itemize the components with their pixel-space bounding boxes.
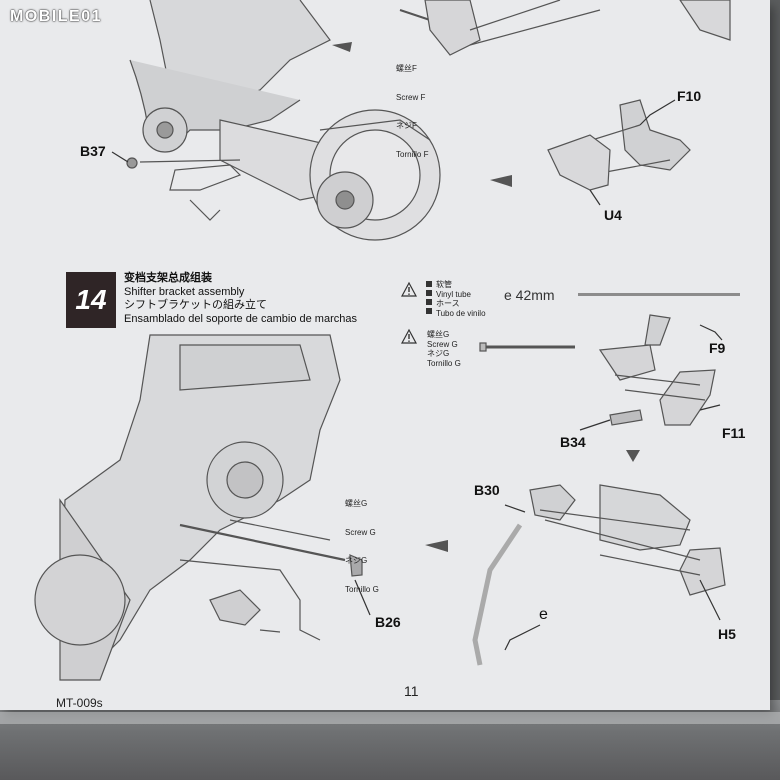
part-label-h5: H5 (718, 626, 736, 642)
screw-g-zh: 螺丝G (345, 499, 368, 508)
step-title: 变档支架总成组装 Shifter bracket assembly シフトブラケ… (124, 272, 357, 326)
screw-g-legend-en: Screw G (427, 339, 458, 349)
part-label-u4: U4 (604, 207, 622, 223)
screw-g-en: Screw G (345, 527, 376, 537)
screw-f-en: Screw F (396, 92, 426, 102)
part-label-f11: F11 (722, 425, 746, 441)
part-label-b34: B34 (560, 434, 586, 450)
page-number: 11 (404, 683, 419, 699)
watermark-logo: MOBILE01 (10, 8, 103, 25)
model-number: MT-009s (56, 696, 103, 710)
step-title-zh: 变档支架总成组装 (124, 272, 212, 284)
step-title-en: Shifter bracket assembly (124, 285, 245, 298)
part-label-b26: B26 (375, 614, 401, 630)
step-number: 14 (66, 272, 116, 328)
step-title-es: Ensamblado del soporte de cambio de marc… (124, 312, 357, 325)
screw-f-label: 螺丝F Screw F ネジF Tornillo F (396, 45, 428, 178)
screw-f-ja: ネジF (396, 121, 417, 130)
page-edge (0, 712, 780, 724)
part-label-b30: B30 (474, 482, 500, 498)
screw-g-legend-ja: ネジG (427, 349, 450, 358)
screw-g-legend-zh: 螺丝G (427, 330, 450, 339)
screw-f-zh: 螺丝F (396, 64, 417, 73)
tube-zh: 软管 (436, 280, 452, 289)
screw-g-ja: ネジG (345, 556, 368, 565)
tube-en: Vinyl tube (436, 289, 471, 299)
tube-es: Tubo de vinilo (436, 308, 486, 318)
part-label-f10: F10 (677, 88, 702, 104)
screw-f-es: Tornillo F (396, 149, 429, 159)
step-title-ja: シフトブラケットの組み立て (124, 299, 267, 311)
tube-length: e 42mm (504, 287, 555, 303)
tube-ja: ホース (436, 299, 460, 308)
screw-g-es: Tornillo G (345, 584, 379, 594)
screw-g-legend-es: Tornillo G (427, 358, 461, 368)
part-label-f9: F9 (709, 340, 726, 356)
tube-length-line (578, 293, 740, 296)
vinyl-tube-legend: 软管 Vinyl tube ホース Tubo de vinilo (436, 280, 486, 318)
screw-g-label: 螺丝G Screw G ネジG Tornillo G (345, 480, 379, 613)
part-label-b37: B37 (80, 143, 106, 159)
screw-g-legend: 螺丝G Screw G ネジG Tornillo G (427, 330, 461, 368)
part-label-e: e (539, 606, 548, 623)
